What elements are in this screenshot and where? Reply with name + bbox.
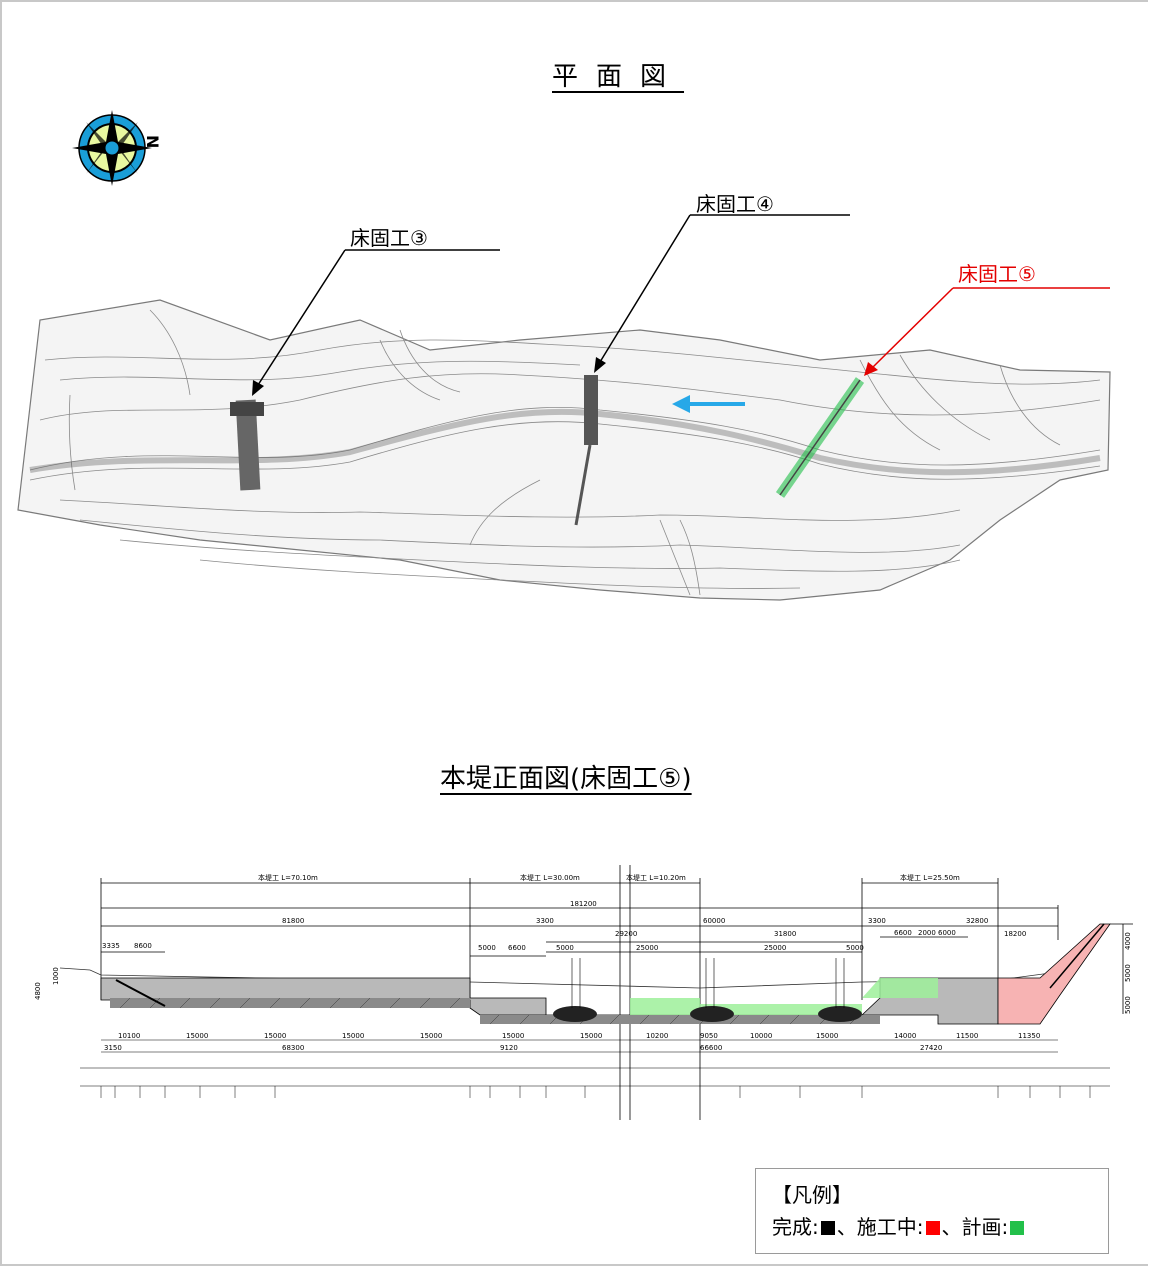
base-10000: 10000 xyxy=(750,1032,772,1040)
elev-seg1-label: 本堤工 L=70.10m xyxy=(258,873,318,882)
legend-title: 【凡例】 xyxy=(772,1183,852,1207)
dim-8600: 8600 xyxy=(134,942,152,950)
elev-seg3-label: 本堤工 L=10.20m xyxy=(626,873,686,882)
legend-row: 完成: 、施工中: 、計画: xyxy=(772,1211,1108,1243)
base-15000e: 15000 xyxy=(502,1032,524,1040)
elevation-drawing: 本堤工 L=70.10m 本堤工 L=30.00m 本堤工 L=10.20m 本… xyxy=(34,865,1133,1120)
callout-3-leader xyxy=(252,249,500,396)
run-66600: 66600 xyxy=(700,1044,722,1052)
legend-planned-swatch xyxy=(1010,1221,1025,1235)
dim-29200: 29200 xyxy=(615,930,637,938)
dim-5000c: 5000 xyxy=(846,944,864,952)
dim-5000b: 5000 xyxy=(556,944,574,952)
dim-81800: 81800 xyxy=(282,917,304,925)
base-15000g: 15000 xyxy=(816,1032,838,1040)
base-11350: 11350 xyxy=(1018,1032,1040,1040)
base-9050: 9050 xyxy=(700,1032,718,1040)
dim-25000b: 25000 xyxy=(764,944,786,952)
dim-25000a: 25000 xyxy=(636,944,658,952)
base-15000b: 15000 xyxy=(264,1032,286,1040)
vdim-5000a: 5000 xyxy=(1124,964,1132,982)
dim-31800: 31800 xyxy=(774,930,796,938)
callout-4-leader xyxy=(594,214,850,373)
dim-3300a: 3300 xyxy=(536,917,554,925)
dim-6000: 6000 xyxy=(938,929,956,937)
dim-60000: 60000 xyxy=(703,917,725,925)
run-68300: 68300 xyxy=(282,1044,304,1052)
vdim-4000: 4000 xyxy=(1124,932,1132,950)
dim-6600: 6600 xyxy=(508,944,526,952)
base-10100: 10100 xyxy=(118,1032,140,1040)
base-14000: 14000 xyxy=(894,1032,916,1040)
callout-5-leader xyxy=(864,287,1110,376)
vdim-1000: 1000 xyxy=(52,967,60,985)
plan-view-title: 平面図 xyxy=(552,62,685,92)
callout-label-4: 床固工④ xyxy=(696,192,774,216)
elev-seg2-label: 本堤工 L=30.00m xyxy=(520,873,580,882)
dim-6600b: 6600 xyxy=(894,929,912,937)
run-27420: 27420 xyxy=(920,1044,942,1052)
base-15000a: 15000 xyxy=(186,1032,208,1040)
base-15000c: 15000 xyxy=(342,1032,364,1040)
base-11500: 11500 xyxy=(956,1032,978,1040)
legend-completed-swatch xyxy=(820,1221,835,1235)
base-15000d: 15000 xyxy=(420,1032,442,1040)
dim-18200: 18200 xyxy=(1004,930,1026,938)
elev-seg4-label: 本堤工 L=25.50m xyxy=(900,873,960,882)
base-10200: 10200 xyxy=(646,1032,668,1040)
elevation-title: 本堤正面図(床固工⑤) xyxy=(440,764,692,794)
north-label: N xyxy=(143,135,162,148)
legend-construction-label: 、施工中: xyxy=(836,1215,924,1239)
run-9120: 9120 xyxy=(500,1044,518,1052)
callout-label-5: 床固工⑤ xyxy=(958,262,1036,286)
dim-3335: 3335 xyxy=(102,942,120,950)
legend-box: 【凡例】 完成: 、施工中: 、計画: xyxy=(755,1168,1109,1254)
plan-topography xyxy=(17,299,1111,601)
dim-2000: 2000 xyxy=(918,929,936,937)
flow-direction-arrow xyxy=(672,395,745,413)
compass-icon xyxy=(72,110,152,186)
legend-completed-label: 完成: xyxy=(772,1215,819,1239)
dim-32800: 32800 xyxy=(966,917,988,925)
vdim-4800: 4800 xyxy=(34,982,42,1000)
sabo-dam-4 xyxy=(574,375,598,526)
dim-3300b: 3300 xyxy=(868,917,886,925)
legend-planned-label: 、計画: xyxy=(941,1215,1009,1239)
sabo-dam-5-planned xyxy=(775,377,865,498)
dim-5000a: 5000 xyxy=(478,944,496,952)
legend-construction-swatch xyxy=(925,1221,940,1235)
run-3150: 3150 xyxy=(104,1044,122,1052)
elev-total-dim: 181200 xyxy=(570,900,597,908)
vdim-5000b: 5000 xyxy=(1124,996,1132,1014)
sabo-dam-3 xyxy=(230,399,264,491)
callout-label-3: 床固工③ xyxy=(350,226,428,250)
base-15000f: 15000 xyxy=(580,1032,602,1040)
